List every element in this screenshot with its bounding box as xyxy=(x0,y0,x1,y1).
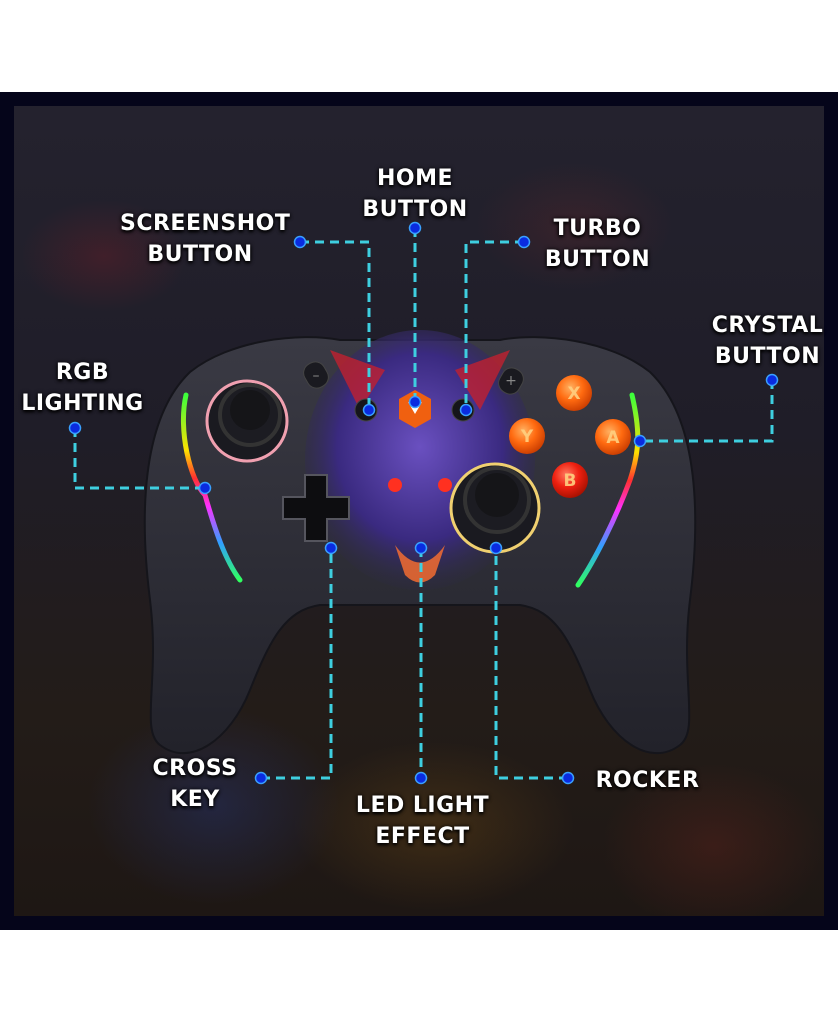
plus-button xyxy=(498,367,524,395)
label-rocker: ROCKER xyxy=(595,768,700,793)
cross-key-dpad xyxy=(282,474,350,542)
rgb-light-strip-right xyxy=(575,392,641,588)
svg-text:B: B xyxy=(564,471,577,491)
callout-dots xyxy=(68,221,779,785)
label-screenshot-button: SCREENSHOT BUTTON xyxy=(120,211,291,267)
label-turbo-button: TURBO BUTTON xyxy=(544,216,651,272)
svg-text:+: + xyxy=(505,373,517,389)
face-button-y xyxy=(509,418,545,454)
label-home-button: HOME BUTTON xyxy=(362,166,468,222)
label-rgb-lighting: RGB LIGHTING xyxy=(21,360,144,416)
minus-button xyxy=(303,361,329,389)
callout-lines xyxy=(73,228,774,780)
svg-text:Y: Y xyxy=(520,427,534,447)
svg-text:–: – xyxy=(313,368,320,384)
label-crystal-button: CRYSTAL BUTTON xyxy=(711,313,824,369)
face-button-a xyxy=(595,419,631,455)
face-button-b xyxy=(552,462,588,498)
svg-text:X: X xyxy=(567,384,580,404)
face-button-x xyxy=(556,375,592,411)
label-led-light-effect: LED LIGHT EFFECT xyxy=(355,793,490,849)
label-cross-key: CROSS KEY xyxy=(152,756,238,812)
svg-text:A: A xyxy=(606,428,620,448)
rgb-light-strip-left xyxy=(181,392,243,583)
